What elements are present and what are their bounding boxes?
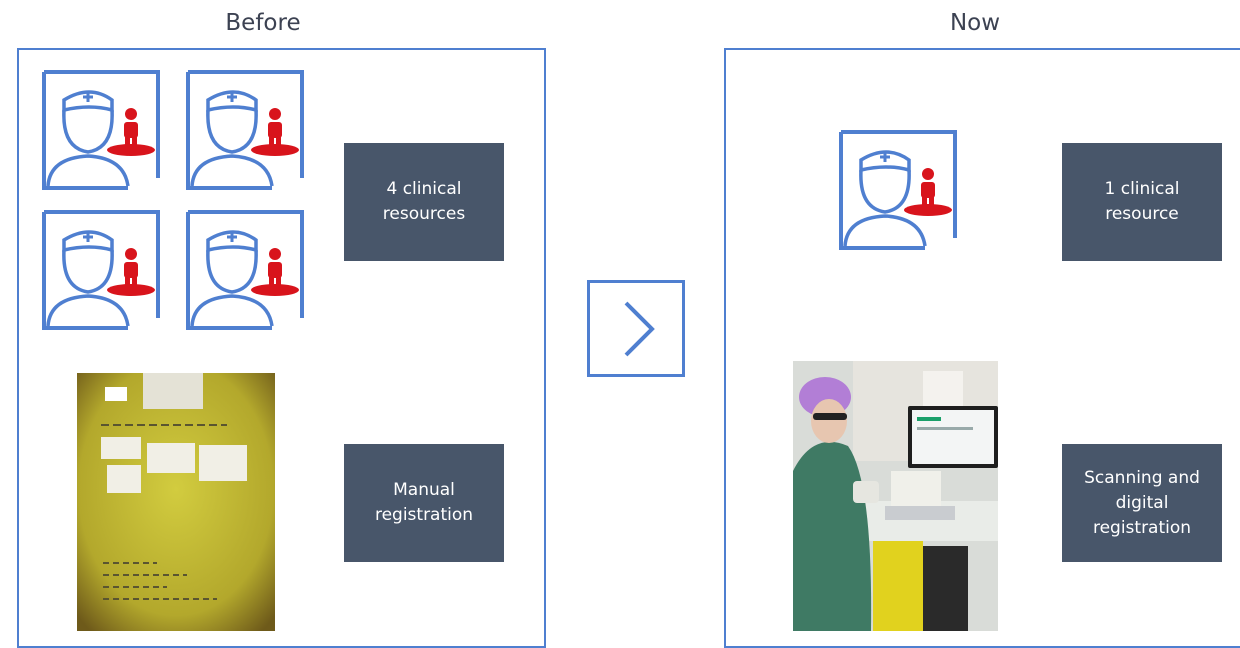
transition-arrow — [587, 280, 685, 377]
scanning-registration-photo — [793, 361, 998, 631]
manual-registration-folder-photo — [77, 373, 275, 631]
now-registration-label: Scanning and digital registration — [1062, 444, 1222, 562]
now-title: Now — [949, 10, 1001, 36]
before-registration-label: Manual registration — [344, 444, 504, 562]
before-resources-label: 4 clinical resources — [344, 143, 504, 261]
chevron-right-icon — [624, 301, 655, 357]
now-resources-label: 1 clinical resource — [1062, 143, 1222, 261]
before-panel: 4 clinical resources Manual registration — [17, 48, 546, 648]
nurse-with-patient-icon — [186, 70, 304, 190]
nurse-with-patient-icon — [42, 70, 160, 190]
before-title: Before — [225, 10, 301, 36]
now-panel: 1 clinical resource Scanning and digital… — [724, 48, 1240, 648]
nurse-with-patient-icon — [42, 210, 160, 330]
nurse-with-patient-icon — [186, 210, 304, 330]
nurse-with-patient-icon — [839, 130, 957, 250]
